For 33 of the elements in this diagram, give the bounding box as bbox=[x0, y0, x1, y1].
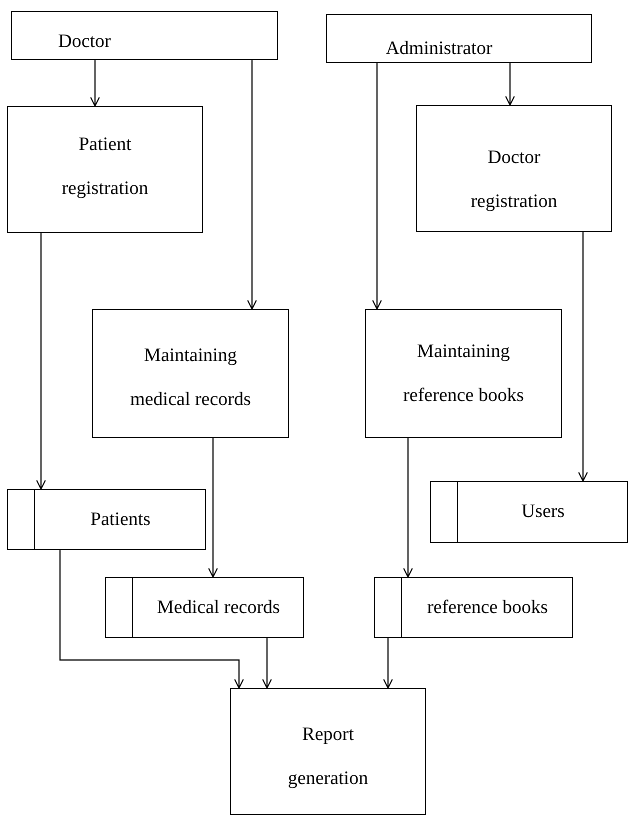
node-label: Report generation bbox=[286, 723, 370, 791]
arrow bbox=[36, 233, 46, 490]
arrow bbox=[262, 638, 272, 689]
node-label: Doctor registration bbox=[470, 146, 558, 214]
node-label: reference books bbox=[427, 596, 548, 620]
process-box bbox=[326, 14, 592, 63]
process-box bbox=[92, 309, 289, 438]
node-label: Administrator bbox=[386, 37, 492, 61]
arrow bbox=[382, 638, 394, 689]
process-box bbox=[7, 106, 203, 233]
data-store bbox=[105, 577, 304, 638]
process-box bbox=[230, 688, 426, 815]
process-box bbox=[416, 105, 612, 232]
arrow bbox=[402, 438, 414, 578]
arrow bbox=[246, 60, 258, 310]
arrow bbox=[372, 63, 382, 310]
node-label: Patient registration bbox=[60, 133, 150, 201]
node-label: Doctor bbox=[58, 30, 111, 54]
arrow bbox=[208, 438, 218, 578]
node-label: Users bbox=[521, 500, 565, 524]
arrow bbox=[59, 550, 244, 689]
node-label: Maintaining medical records bbox=[129, 344, 252, 412]
node-label: Medical records bbox=[157, 596, 280, 620]
node-label: Maintaining reference books bbox=[402, 340, 525, 408]
data-store bbox=[430, 481, 628, 543]
process-box bbox=[11, 11, 278, 60]
arrow bbox=[578, 232, 588, 482]
arrow bbox=[90, 60, 100, 107]
data-store bbox=[7, 489, 206, 550]
arrow bbox=[504, 63, 516, 106]
process-box bbox=[365, 309, 562, 438]
node-label: Patients bbox=[90, 508, 151, 532]
data-store bbox=[374, 577, 573, 638]
